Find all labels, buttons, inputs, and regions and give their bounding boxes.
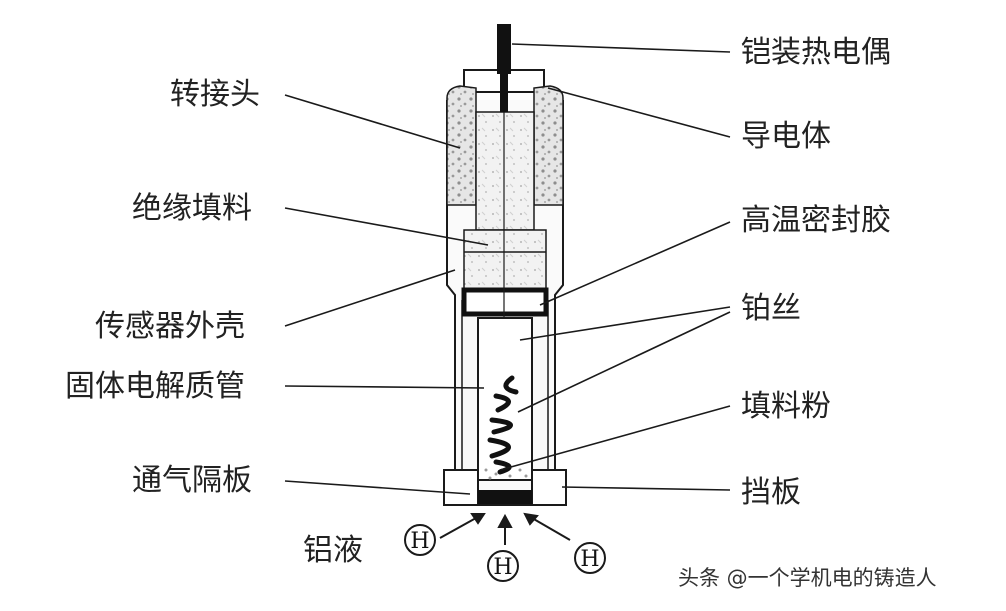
label-baffle: 挡板 xyxy=(741,475,801,510)
label-connector: 转接头 xyxy=(170,77,260,112)
hydrogen-label-right: H xyxy=(580,547,599,572)
hydrogen-label-left: H xyxy=(410,529,429,554)
label-thermocouple: 铠装热电偶 xyxy=(741,35,891,70)
hydrogen-arrows xyxy=(439,512,571,545)
label-insulation-filler: 绝缘填料 xyxy=(132,191,252,226)
filler-powder xyxy=(484,468,528,480)
platinum-coil xyxy=(487,375,519,475)
upper-filler xyxy=(475,111,535,231)
hydrogen-label-center: H xyxy=(493,555,512,580)
label-high-temp-sealant: 高温密封胶 xyxy=(741,203,891,238)
label-aluminum-melt: 铝液 xyxy=(303,533,363,568)
label-conductor: 导电体 xyxy=(741,119,831,154)
hydrogen-atom-left: H xyxy=(404,524,436,556)
label-filler-powder: 填料粉 xyxy=(741,389,831,424)
leader-lines xyxy=(284,43,731,495)
label-sensor-shell: 传感器外壳 xyxy=(95,309,245,344)
watermark: 头条 @一个学机电的铸造人 xyxy=(678,566,937,590)
label-platinum-wire: 铂丝 xyxy=(741,291,801,326)
bottom-baffle xyxy=(443,469,567,506)
label-solid-electrolyte-tube: 固体电解质管 xyxy=(65,369,245,404)
label-vent-baffle: 通气隔板 xyxy=(132,463,252,498)
insulation-filler-block xyxy=(463,229,547,291)
thermocouple-rod xyxy=(497,24,511,74)
hydrogen-atom-center: H xyxy=(487,550,519,582)
hydrogen-atom-right: H xyxy=(574,542,606,574)
sealant-block xyxy=(461,287,549,317)
